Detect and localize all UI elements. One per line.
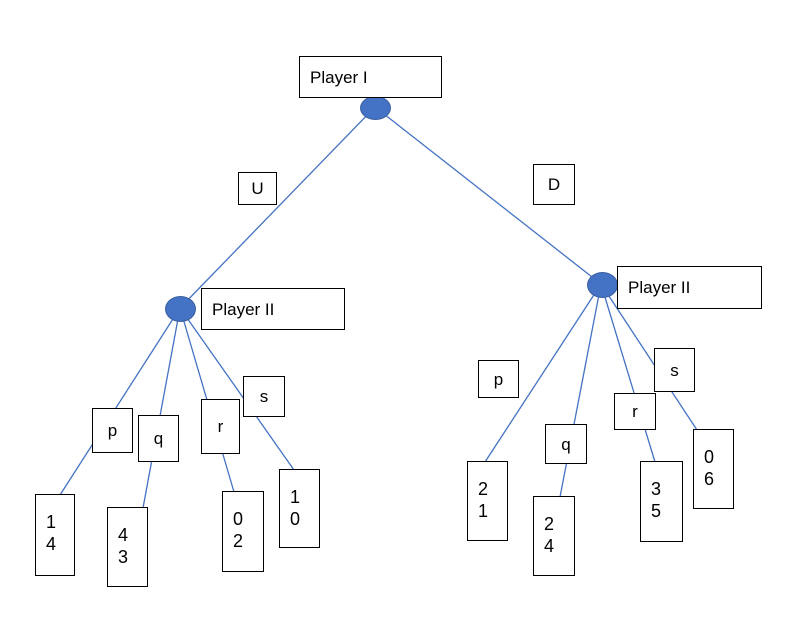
right-move-label-q: q [545, 424, 587, 464]
right-player-label: Player II [617, 266, 762, 309]
left-move-label-p: p [92, 408, 133, 453]
payoff-left-r: 0 2 [222, 491, 264, 572]
edge-right-p [484, 283, 602, 463]
root-node [360, 96, 391, 120]
move-label-d: D [533, 164, 575, 205]
payoff-player1: 0 [704, 447, 715, 467]
payoff-player2: 3 [118, 547, 129, 567]
payoff-left-s: 1 0 [279, 469, 320, 548]
payoff-left-q: 4 3 [107, 507, 148, 587]
payoff-right-r: 3 5 [640, 461, 683, 542]
payoff-player2: 2 [233, 531, 244, 551]
left-move-label-q: q [138, 415, 179, 462]
payoff-player1: 2 [544, 514, 555, 534]
edge-left-q [142, 307, 181, 509]
payoff-right-s: 0 6 [693, 429, 734, 509]
edge-right-r [600, 283, 656, 463]
payoff-player2: 5 [651, 501, 662, 521]
payoff-player1: 1 [46, 512, 57, 532]
left-player-ii-node [165, 296, 196, 322]
payoff-player1: 3 [651, 479, 662, 499]
payoff-player2: 1 [478, 501, 489, 521]
payoff-player2: 0 [290, 509, 301, 529]
edge-root-to-left [179, 106, 376, 309]
payoff-player1: 0 [233, 509, 244, 529]
payoff-player2: 4 [544, 536, 555, 556]
right-move-label-p: p [478, 360, 519, 398]
payoff-player2: 4 [46, 534, 57, 554]
payoff-player1: 1 [290, 487, 301, 507]
left-move-label-r: r [201, 399, 240, 454]
edge-left-s [179, 307, 295, 471]
payoff-right-q: 2 4 [533, 496, 575, 576]
payoff-player1: 2 [478, 479, 489, 499]
edge-root-to-right [374, 106, 602, 285]
edge-left-p [59, 307, 181, 496]
right-move-label-s: s [654, 348, 695, 392]
root-player-label: Player I [299, 56, 442, 98]
payoff-player2: 6 [704, 469, 715, 489]
payoff-left-p: 1 4 [35, 494, 75, 576]
move-label-u: U [238, 172, 277, 205]
left-player-label: Player II [201, 288, 345, 330]
right-player-ii-node [587, 272, 618, 298]
right-move-label-r: r [614, 393, 656, 430]
left-move-label-s: s [243, 376, 285, 417]
payoff-right-p: 2 1 [467, 461, 508, 541]
payoff-player1: 4 [118, 525, 129, 545]
